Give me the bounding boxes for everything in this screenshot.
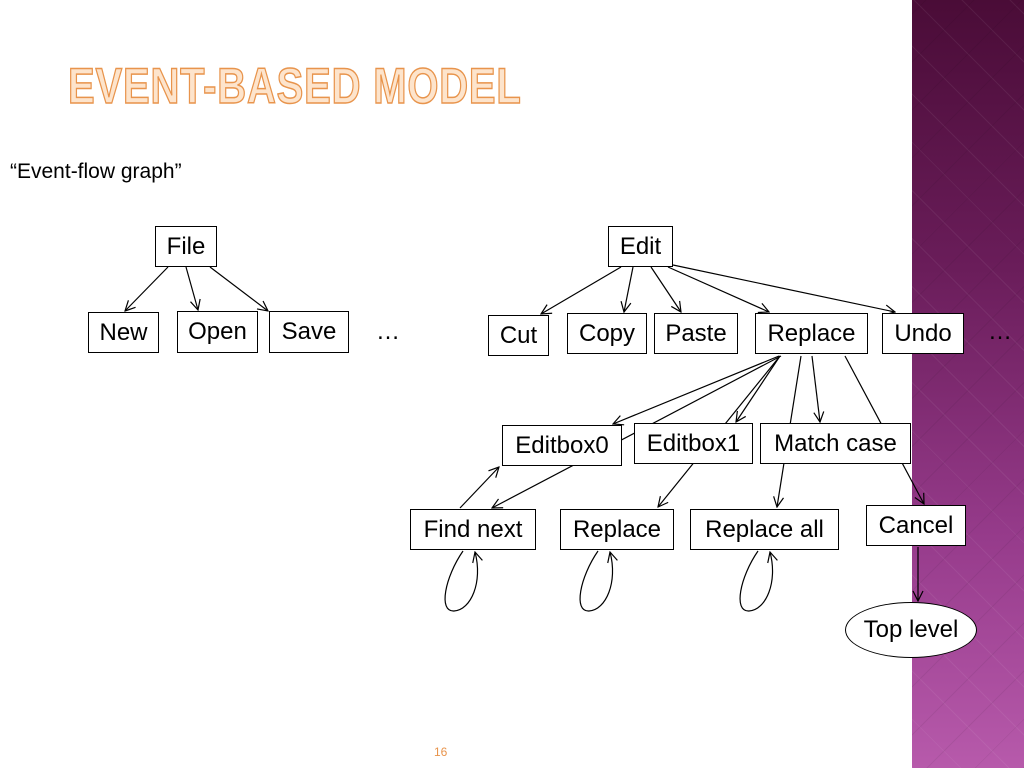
self-loop-replace-button — [579, 550, 612, 612]
node-replace: Replace — [755, 313, 868, 354]
node-find-next: Find next — [410, 509, 536, 550]
node-open: Open — [177, 311, 258, 353]
edge-replace-to-match-case — [811, 355, 820, 422]
edge-edit-to-undo — [672, 264, 895, 312]
node-match-case: Match case — [760, 423, 911, 464]
node-copy: Copy — [567, 313, 647, 354]
node-new: New — [88, 312, 159, 353]
edge-replace-to-editbox1 — [736, 355, 781, 422]
edge-find-next-to-editbox0 — [459, 467, 499, 509]
file-more-ellipsis: … — [376, 318, 400, 345]
node-undo: Undo — [882, 313, 964, 354]
page-number: 16 — [434, 745, 448, 759]
node-paste: Paste — [654, 313, 738, 354]
node-editbox0: Editbox0 — [502, 425, 622, 466]
node-save: Save — [269, 311, 349, 353]
node-cut: Cut — [488, 315, 549, 356]
edge-file-to-new — [125, 266, 169, 311]
edge-replace-to-editbox0 — [613, 355, 780, 424]
node-replace-all: Replace all — [690, 509, 839, 550]
self-loop-find-next — [444, 550, 477, 612]
edge-edit-to-cut — [541, 266, 622, 314]
edit-more-ellipsis: … — [988, 318, 1012, 345]
edge-file-to-save — [209, 266, 268, 311]
node-editbox1: Editbox1 — [634, 423, 753, 464]
slide-title: EVENT-BASED MODEL — [67, 58, 522, 114]
node-replace-button: Replace — [560, 509, 674, 550]
node-cancel: Cancel — [866, 505, 966, 546]
edge-edit-to-replace — [667, 266, 769, 312]
edge-edit-to-paste — [650, 266, 681, 312]
node-file: File — [155, 226, 217, 267]
slide-subtitle: “Event-flow graph” — [10, 160, 182, 183]
edge-edit-to-copy — [624, 266, 634, 312]
self-loop-replace-all — [739, 550, 772, 612]
edge-file-to-open — [185, 266, 198, 310]
node-top-level: Top level — [845, 602, 977, 658]
node-edit: Edit — [608, 226, 673, 267]
